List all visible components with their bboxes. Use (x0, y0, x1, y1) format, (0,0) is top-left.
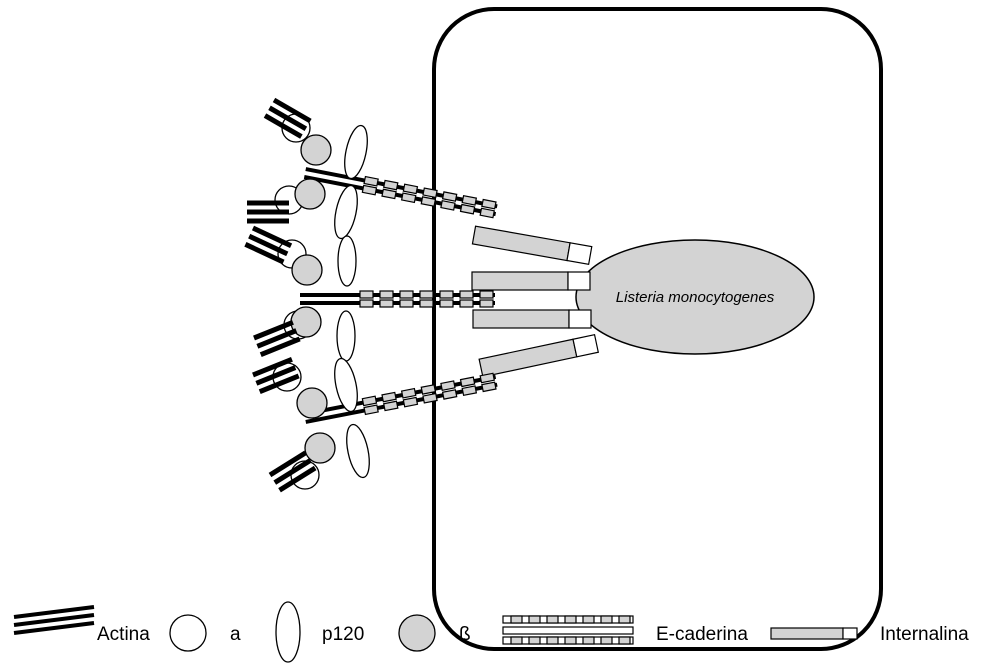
legend-internalin-icon (770, 627, 858, 640)
legend-ecadherin-label: E-caderina (656, 624, 748, 645)
legend-beta-icon (398, 614, 436, 652)
p120-proteins (334, 124, 370, 479)
legend-alpha-label: a (230, 624, 241, 645)
legend-p120-icon (275, 601, 301, 663)
legend-actina-label: Actina (97, 624, 150, 645)
listeria-bacterium: Listeria monocytogenes (575, 239, 815, 355)
legend-internalin-label: Internalina (880, 624, 969, 645)
legend-p120-label: p120 (322, 624, 364, 645)
legend-beta-label: ß (459, 624, 471, 645)
legend-actina-icon (13, 605, 95, 635)
beta-catenin-proteins (290, 134, 336, 464)
bacterium-label: Listeria monocytogenes (616, 289, 775, 306)
legend-ecadherin-icon (502, 615, 634, 645)
legend: Actina a p120 ß E-caderina Internalina (13, 601, 969, 663)
host-cell (432, 7, 883, 651)
legend-alpha-icon (169, 614, 207, 652)
e-cadherin-chains (298, 163, 500, 428)
